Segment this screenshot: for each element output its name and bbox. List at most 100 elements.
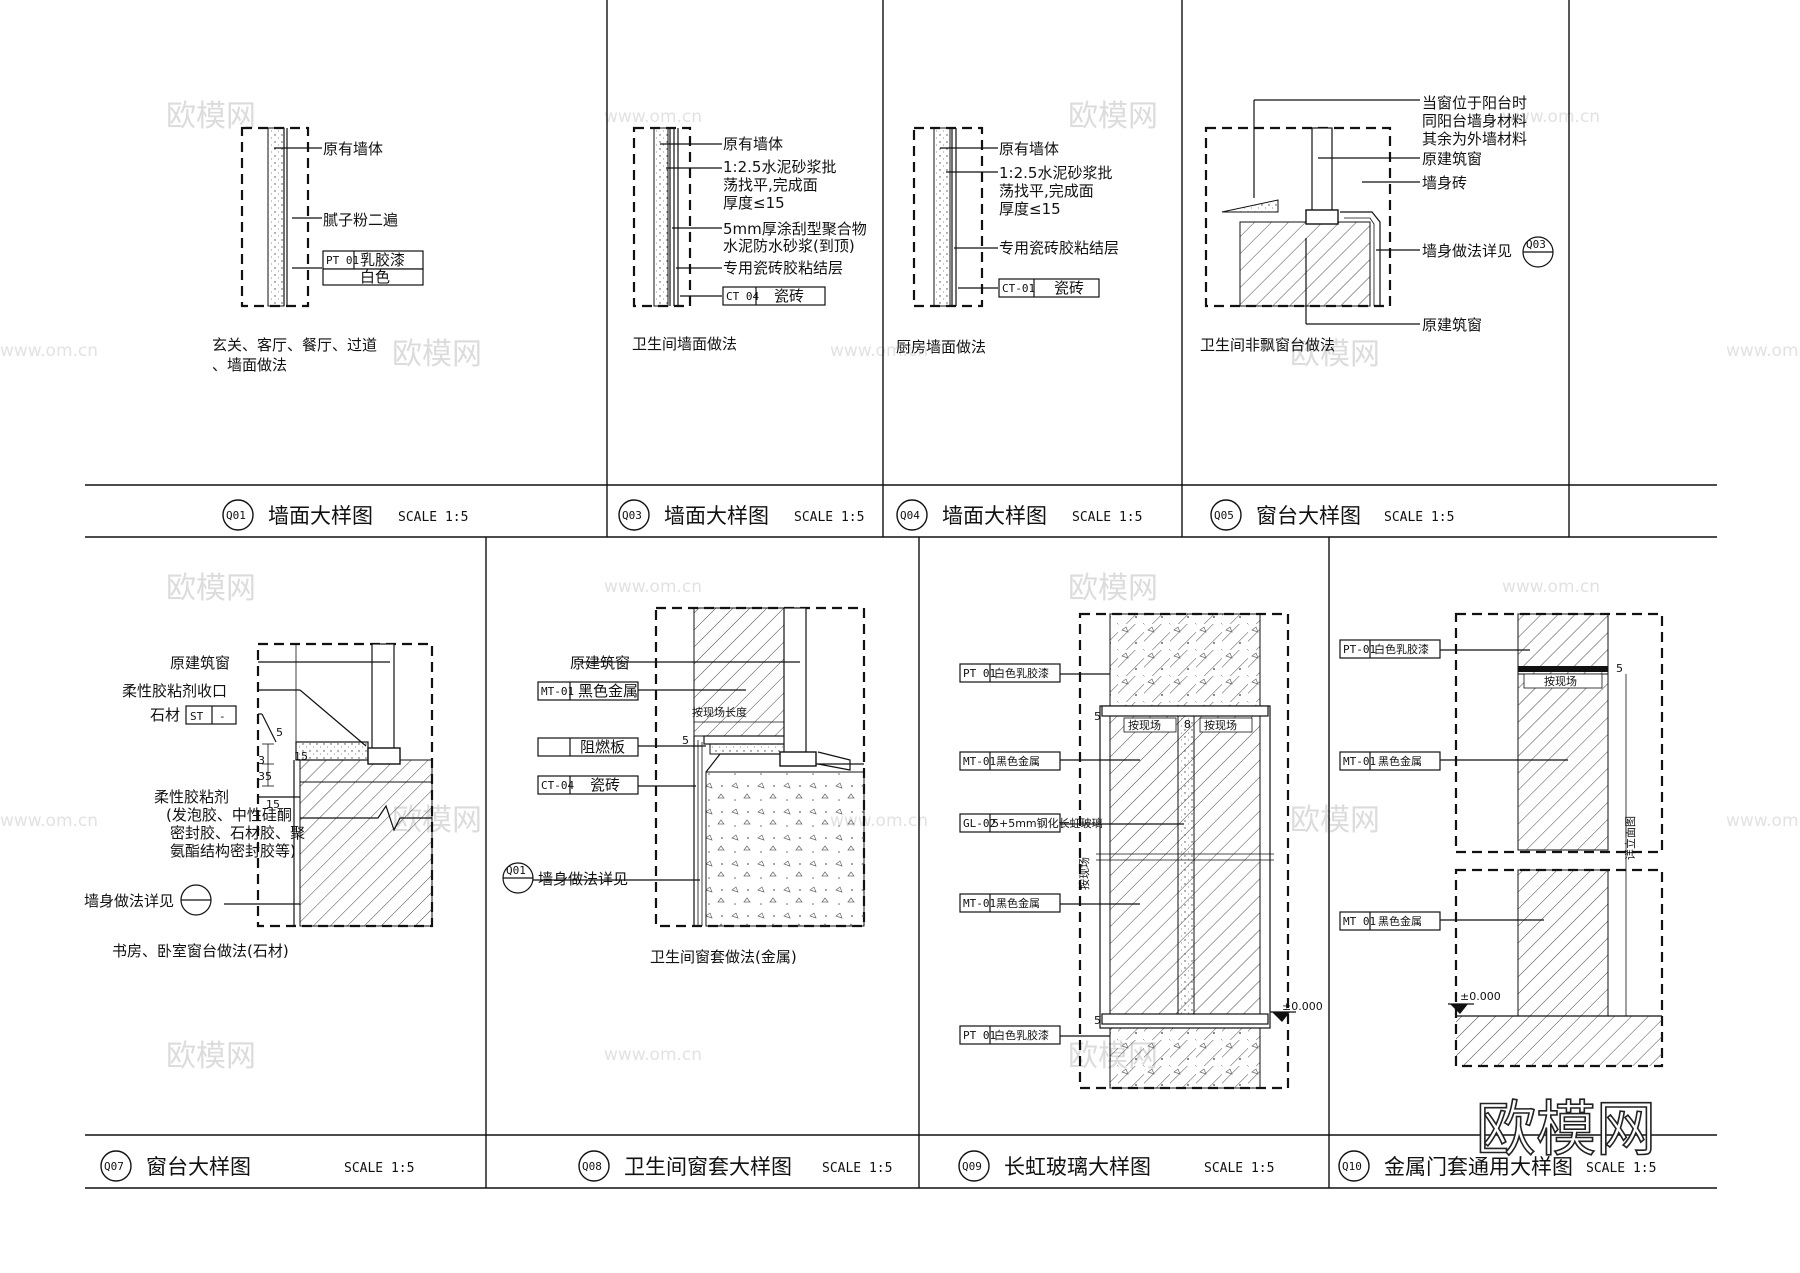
detail-number: Q10	[1342, 1160, 1362, 1173]
detail-number: Q05	[1214, 509, 1234, 522]
dimension: 5	[1094, 1014, 1101, 1027]
label: 厚度≤15	[999, 200, 1061, 218]
dimension: 5	[1616, 662, 1623, 675]
material-code: CT-01	[1002, 282, 1035, 295]
watermark-cn: 欧模网	[1068, 571, 1158, 606]
label: 5mm厚涂刮型聚合物	[723, 220, 867, 238]
dimension: 5	[1094, 710, 1101, 723]
caption: 卫生间非飘窗台做法	[1200, 336, 1335, 354]
detail-number-circle	[618, 499, 650, 531]
material-code: PT-01	[1343, 643, 1376, 656]
detail-title: 窗台大样图	[146, 1155, 251, 1179]
material-name: 阻燃板	[580, 738, 625, 756]
material-name: 瓷砖	[774, 287, 804, 305]
detail-scale: SCALE 1:5	[344, 1161, 414, 1176]
detail-number-circle	[896, 499, 928, 531]
title-bars: Q01 墙面大样图 SCALE 1:5 Q03 墙面大样图 SCALE 1:5 …	[100, 499, 1656, 1182]
material-code: MT-01	[963, 897, 996, 910]
watermark-url: www.om.cn	[1502, 107, 1600, 127]
detail-number-circle	[578, 1150, 610, 1182]
label: 专用瓷砖胶粘结层	[723, 259, 843, 277]
label: 墙身做法详见	[538, 870, 628, 888]
detail-number-circle	[222, 499, 254, 531]
detail-number: Q07	[104, 1160, 124, 1173]
dimension: 15	[266, 798, 280, 811]
material-code: PT 01	[963, 1029, 996, 1042]
material-color: 白色	[360, 268, 390, 286]
dimension-label: 按现场长度	[692, 705, 747, 719]
material-code: MT-01	[963, 755, 996, 768]
caption: 书房、卧室窗台做法(石材)	[112, 942, 289, 960]
label: 1:2.5水泥砂浆批	[723, 158, 836, 176]
sheet-frame	[85, 0, 1717, 1189]
label: 同阳台墙身材料	[1422, 112, 1527, 130]
detail-number: Q09	[962, 1160, 982, 1173]
material-code: MT-01	[1343, 755, 1376, 768]
material-name: 白色乳胶漆	[1374, 642, 1429, 656]
detail-scale: SCALE 1:5	[1384, 510, 1454, 525]
label: 水泥防水砂浆(到顶)	[723, 237, 855, 255]
caption: 、墙面做法	[212, 356, 287, 374]
label: 原建筑窗	[1422, 316, 1482, 334]
detail-scale: SCALE 1:5	[794, 510, 864, 525]
detail-title: 墙面大样图	[268, 504, 373, 528]
label: 专用瓷砖胶粘结层	[999, 239, 1119, 257]
detail-title: 墙面大样图	[664, 504, 769, 528]
material-name: 瓷砖	[590, 776, 620, 794]
label: 氨酯结构密封胶等)	[170, 842, 296, 860]
watermark-url: www.om.cn	[1502, 577, 1600, 597]
label: 石材	[150, 706, 180, 724]
label: 原建筑窗	[170, 654, 230, 672]
material-code: MT-01	[541, 685, 574, 698]
label: 墙身做法详见	[1422, 242, 1512, 260]
dimension: 5	[682, 734, 689, 747]
label: 其余为外墙材料	[1422, 130, 1527, 148]
label: 柔性胶粘剂	[154, 788, 229, 806]
watermark-cn: 欧模网	[166, 1039, 256, 1074]
watermark-url: www.om.cn	[830, 341, 928, 361]
detail-number: Q01	[226, 509, 246, 522]
watermark-url: www.om.cn	[0, 811, 98, 831]
material-name: -	[219, 710, 226, 723]
label: 按现场	[1204, 718, 1237, 732]
material-code: CT-04	[541, 779, 574, 792]
panel-q03: 原有墙体 1:2.5水泥砂浆批 荡找平,完成面 厚度≤15 5mm厚涂刮型聚合物…	[632, 126, 867, 353]
material-name: 瓷砖	[1054, 279, 1084, 297]
label: 墙身砖	[1422, 174, 1467, 192]
detail-title: 金属门套通用大样图	[1384, 1155, 1573, 1179]
reference-code: Q01	[506, 864, 526, 877]
watermark-cn: 欧模网	[1068, 99, 1158, 134]
label: 1:2.5水泥砂浆批	[999, 164, 1112, 182]
reference-code: Q03	[1526, 238, 1546, 251]
label: 厚度≤15	[723, 194, 785, 212]
watermark-url: www.om.cn	[1726, 341, 1800, 361]
panel-q05: 当窗位于阳台时 同阳台墙身材料 其余为外墙材料 原建筑窗 墙身砖 墙身做法详见 …	[1200, 94, 1554, 354]
detail-number: Q03	[622, 509, 642, 522]
detail-title: 窗台大样图	[1256, 504, 1361, 528]
detail-scale: SCALE 1:5	[1072, 510, 1142, 525]
watermark-cn: 欧模网	[392, 337, 482, 372]
dimension: 3	[258, 754, 265, 767]
label: 腻子粉二遍	[323, 211, 398, 229]
label: 按现场	[1128, 718, 1161, 732]
watermark-cn: 欧模网	[1290, 803, 1380, 838]
panel-q08: 原建筑窗 MT-01 黑色金属 阻燃板 CT-04 瓷砖 按现场长度 5 Q01…	[502, 606, 866, 966]
label: 墙身做法详见	[84, 892, 174, 910]
label: 原有墙体	[323, 140, 383, 158]
level-marker-icon	[1272, 1012, 1290, 1022]
material-code: MT 01	[1343, 915, 1376, 928]
material-name: 5+5mm钢化长虹玻璃	[992, 816, 1103, 830]
detail-number-circle	[1338, 1150, 1370, 1182]
label: 原有墙体	[999, 140, 1059, 158]
watermark-layer: 欧模网 欧模网 欧模网 欧模网 欧模网 欧模网 欧模网 欧模网 欧模网 欧模网 …	[0, 99, 1800, 1074]
material-name: 黑色金属	[1378, 754, 1422, 768]
dimension: 5	[276, 726, 283, 739]
watermark-cn: 欧模网	[166, 571, 256, 606]
panel-q04: 原有墙体 1:2.5水泥砂浆批 荡找平,完成面 厚度≤15 专用瓷砖胶粘结层 C…	[896, 126, 1119, 356]
detail-number-circle	[1210, 499, 1242, 531]
watermark-url: www.om.cn	[604, 107, 702, 127]
material-code: PT 01	[963, 667, 996, 680]
dimension: 8	[1184, 718, 1191, 731]
label: 详立面图	[1623, 816, 1637, 860]
